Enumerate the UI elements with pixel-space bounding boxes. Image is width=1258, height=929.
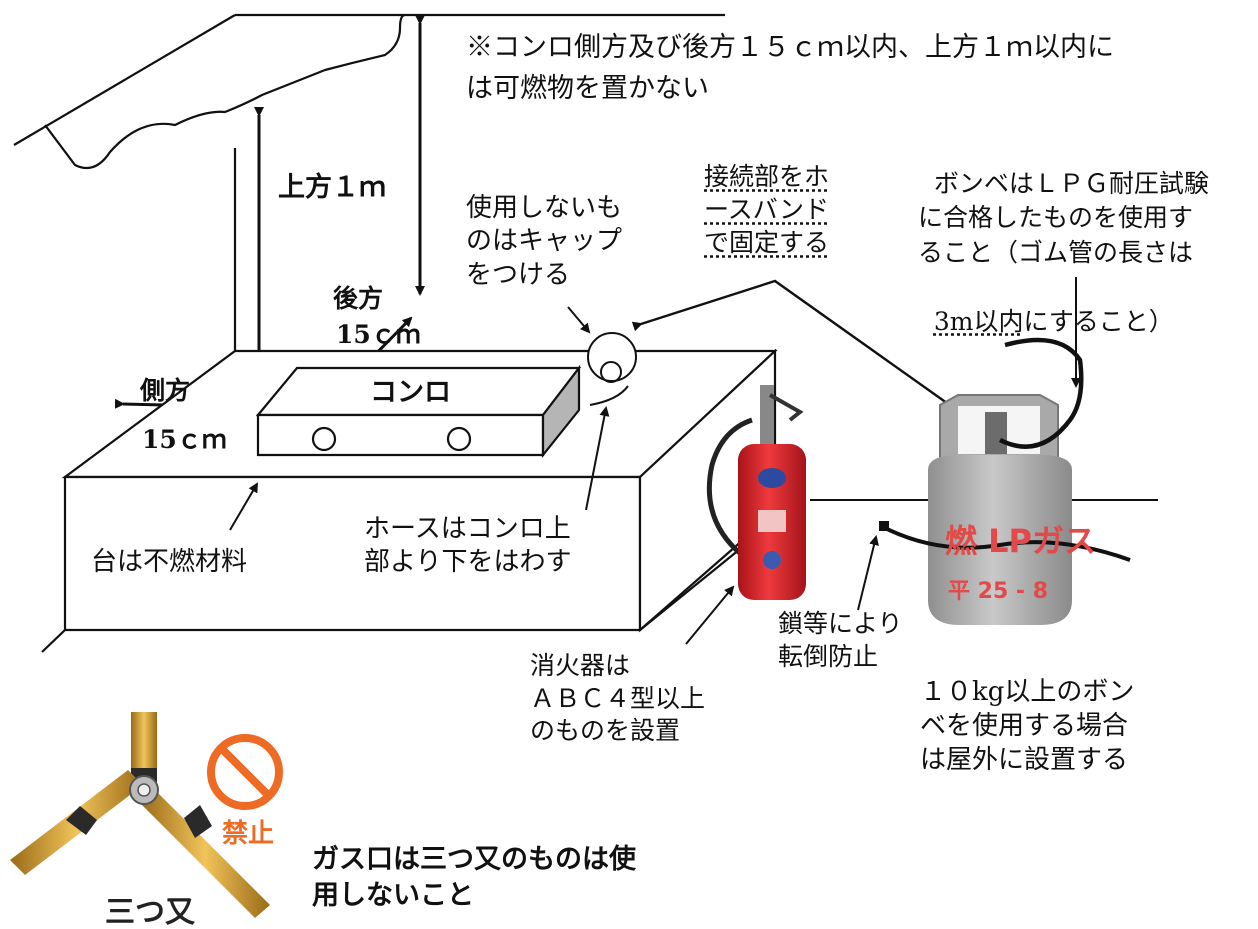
label-side-dist: 15ｃｍ	[142, 425, 227, 454]
label-hose-off: ホースはコンロ上 部より下をはわす	[364, 514, 572, 578]
notice-line-2: は可燃物を置かない	[466, 73, 709, 104]
prohibit-tag: 禁止	[222, 819, 274, 849]
bottom-warning: ガス口は三つ又のものは使 用しないこと	[312, 844, 636, 912]
label-outdoor: １０kg以上のボン ベを使用する場合 は屋外に設置する	[920, 677, 1135, 775]
stove-label: コンロ	[370, 377, 451, 408]
triple-branch-hose	[10, 712, 270, 918]
ceiling	[13, 13, 725, 360]
label-side: 側方	[140, 376, 191, 405]
fire-extinguisher	[706, 385, 806, 600]
label-cylinder-lines: ボンベはＬＰＧ耐圧試験 に合格したものを使用す ること（ゴム管の長さは	[918, 168, 1209, 267]
gas-hose	[631, 279, 969, 419]
label-rear-dist: 15ｃｍ	[336, 320, 421, 349]
cylinder-date-text: 平 25 - 8	[948, 579, 1048, 604]
label-table: 台は不燃材料	[91, 547, 248, 577]
label-rear: 後方	[333, 284, 384, 313]
gas-cylinder: 燃 LPガス 平 25 - 8	[879, 337, 1131, 625]
label-extinguisher: 消火器は ＡＢＣ４型以上 のものを設置	[530, 651, 706, 745]
label-chain: 鎖等により 転倒防止	[778, 609, 903, 671]
label-cylinder-length: 3m以内	[933, 306, 1024, 336]
triple-tag: 三つ又	[105, 895, 196, 929]
cylinder-brand-text: 燃 LPガス	[945, 522, 1096, 560]
label-cylinder: ボンベはＬＰＧ耐圧試験 に合格したものを使用す ること（ゴム管の長さは 3m以内…	[918, 132, 1209, 339]
label-cylinder-tail: にすること）	[1023, 306, 1174, 336]
gas-outlet-cap	[587, 332, 637, 406]
stove	[255, 364, 582, 459]
label-hose-band: 接続部をホ ースバンド で固定する	[704, 162, 830, 257]
label-above: 上方１ｍ	[278, 172, 386, 203]
pointer-arrows	[229, 277, 1081, 645]
notice-line-1: ※コンロ側方及び後方１５ｃｍ以内、上方１ｍ以内に	[466, 32, 1114, 63]
prohibit-sign	[207, 734, 283, 810]
label-cap: 使用しないも のはキャップ をつける	[466, 193, 623, 290]
